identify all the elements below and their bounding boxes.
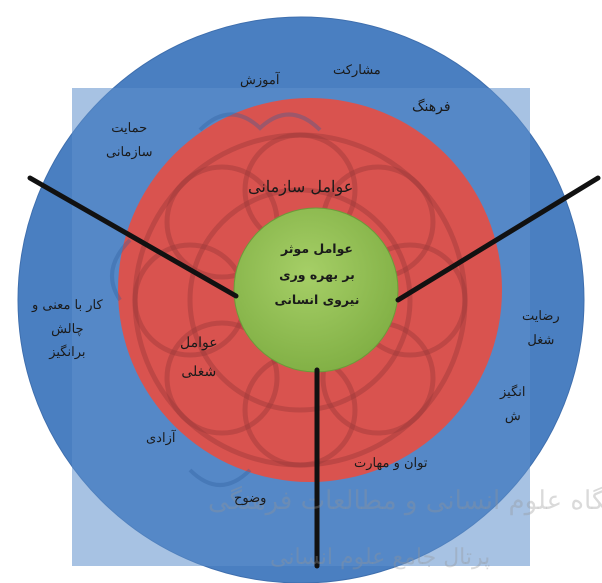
core-title-line-2: بر بهره وری (242, 262, 392, 288)
ability-skill-label: توان و مهارت (354, 455, 427, 473)
job-satisfaction-line-1: رضایت (522, 308, 560, 326)
watermark-line-2: پرتال جامع علوم انسانی (270, 545, 490, 570)
meaningful-work-line-2: چالش (32, 321, 103, 339)
job-factors-line-2: شغلی (180, 363, 218, 382)
job-satisfaction-label: رضایت شغل (522, 308, 560, 349)
org-support-label: حمایت سازمانی (106, 120, 153, 161)
motivation-line-1: انگیز (500, 384, 526, 402)
meaningful-work-line-1: کار با معنی و (32, 297, 103, 315)
meaningful-work-line-3: برانگیز (32, 344, 103, 362)
meaningful-work-label: کار با معنی و چالش برانگیز (32, 297, 103, 362)
education-label: آموزش (240, 72, 279, 90)
motivation-line-2: ش (500, 408, 526, 426)
core-title: عوامل موثر بر بهره وری نیروی انسانی (242, 236, 392, 313)
freedom-label: آزادی (146, 430, 175, 448)
core-title-line-3: نیروی انسانی (242, 287, 392, 313)
org-support-line-1: حمایت (106, 120, 153, 138)
watermark-line-1: پژوهشگاه علوم انسانی و مطالعات فرهنگی (208, 486, 602, 516)
participation-label: مشارکت (333, 62, 381, 80)
org-support-line-2: سازمانی (106, 144, 153, 162)
motivation-label: انگیز ش (500, 384, 526, 425)
culture-label: فرهنگ (412, 98, 451, 117)
clarity-label: وضوح (234, 490, 266, 508)
job-factors-label: عوامل شغلی (180, 334, 218, 382)
core-title-line-1: عوامل موثر (242, 236, 392, 262)
job-satisfaction-line-2: شغل (522, 332, 560, 350)
organizational-factors-label: عوامل سازمانی (248, 176, 353, 198)
job-factors-line-1: عوامل (180, 334, 218, 353)
